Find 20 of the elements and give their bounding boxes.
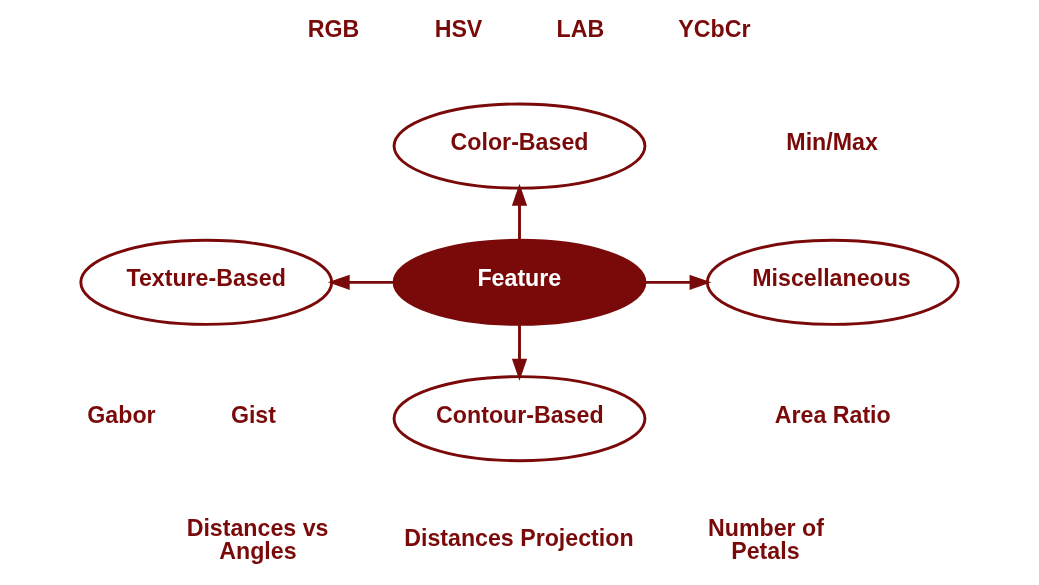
arrow	[327, 274, 394, 290]
node-ellipse: Feature	[392, 238, 647, 326]
node-label: Number of Petals	[708, 514, 824, 565]
node-label: HSV	[434, 15, 483, 42]
node-ellipse: Texture-Based	[79, 238, 334, 326]
node-label: Gist	[230, 401, 277, 428]
arrow	[511, 183, 528, 240]
node-ellipse: Contour-Based	[392, 375, 647, 463]
node-ellipse: Color-Based	[392, 102, 647, 190]
node-label: Area Ratio	[774, 401, 891, 428]
node-label: YCbCr	[678, 15, 751, 42]
arrow	[511, 324, 528, 381]
arrow	[645, 274, 712, 290]
node-label: Gabor	[87, 401, 156, 428]
node-label: RGB	[307, 15, 360, 42]
node-label: Distances Projection	[404, 525, 634, 551]
node-ellipse: Miscellaneous	[705, 238, 960, 326]
node-label: Distances vs Angles	[186, 514, 329, 565]
node-label: LAB	[556, 15, 605, 42]
node-label: Min/Max	[786, 129, 878, 156]
